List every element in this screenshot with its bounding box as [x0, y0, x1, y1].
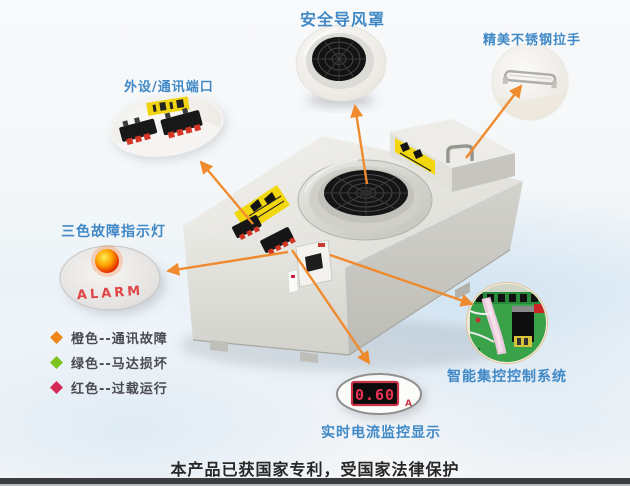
terminal-box-right: [452, 153, 515, 192]
arrow-to-handle: [465, 84, 523, 159]
unit-front-face: [183, 226, 349, 355]
unit-bottom-edge: [192, 249, 511, 356]
handle: [502, 69, 557, 89]
callout-label-ports: 外设/通讯端口: [124, 80, 214, 95]
legend-item-orange: 橙色--通讯故障: [50, 325, 168, 350]
legend-label: 红色--过载运行: [71, 382, 168, 397]
alarm-text: ALARM: [76, 284, 143, 304]
terminal-box: [390, 119, 515, 192]
handle: [446, 144, 474, 163]
arrow-to-ports: [199, 160, 254, 225]
seven-segment-display: [350, 380, 400, 407]
current-unit: A: [405, 399, 412, 409]
fault-color-legend: 橙色--通讯故障 绿色--马达损坏 红色--过载运行: [50, 325, 168, 400]
callout-label-indicator: 三色故障指示灯: [61, 224, 166, 240]
current-value: 0.60: [355, 386, 395, 404]
callout-arrows: [166, 84, 523, 365]
terminal-box-top: [390, 119, 515, 168]
callout-label-fan-cover: 安全导风罩: [300, 10, 386, 29]
warning-label-icon: [395, 138, 435, 175]
pcb-bubble: [466, 282, 548, 364]
arrow-to-fan-cover: [350, 104, 369, 185]
arrow-to-display: [291, 249, 371, 365]
callout-label-control-system: 智能集控控制系统: [447, 369, 567, 385]
fan-cover-bubble: [295, 24, 387, 107]
diamond-icon: [50, 331, 63, 344]
unit-foot: [300, 352, 318, 363]
connector-block: [160, 107, 203, 139]
pcb-red-button: [534, 304, 545, 313]
diamond-icon: [50, 356, 63, 369]
callout-label-current-display: 实时电流监控显示: [321, 425, 441, 441]
patent-notice: 本产品已获国家专利，受国家法律保护: [170, 460, 460, 479]
arrow-to-pcb: [329, 253, 474, 307]
unit-right-face: [345, 181, 523, 355]
power-socket: [287, 239, 333, 294]
control-pcb: [468, 284, 546, 362]
unit-foot: [210, 340, 228, 352]
arrow-to-alarm: [166, 250, 289, 276]
fault-indicator-led: [95, 249, 119, 273]
diamond-icon: [50, 381, 63, 394]
ports-bubble: [110, 95, 227, 164]
current-display-bubble: 0.60 A: [336, 373, 425, 419]
product-unit: [180, 119, 523, 371]
unit-foot: [455, 282, 470, 300]
alarm-bubble: ALARM: [59, 245, 165, 315]
legend-label: 绿色--马达损坏: [71, 357, 168, 372]
bottom-bar: [0, 478, 630, 484]
fan-grille: [297, 158, 433, 241]
connector-blocks: [232, 215, 296, 255]
handle-bubble: [491, 43, 569, 121]
legend-label: 橙色--通讯故障: [71, 332, 168, 347]
bottom-edge: [0, 484, 630, 486]
connector-block: [119, 117, 158, 146]
callout-label-handle: 精美不锈钢拉手: [483, 33, 582, 48]
legend-item-red: 红色--过载运行: [50, 375, 168, 400]
legend-item-green: 绿色--马达损坏: [50, 350, 168, 375]
